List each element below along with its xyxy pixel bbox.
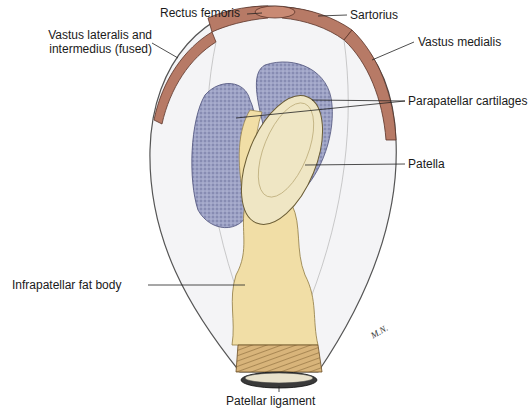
leader-line xyxy=(312,100,405,101)
vastus-medialis-muscle xyxy=(344,30,396,140)
ligament-section xyxy=(245,373,313,383)
leader-line xyxy=(148,285,245,286)
muscle-label: Vastus medialis xyxy=(418,35,523,49)
muscle-label: Sartorius xyxy=(350,8,420,22)
leader-line xyxy=(305,164,405,165)
patellar-ligament-band xyxy=(236,345,322,372)
artist-signature: M.N. xyxy=(368,315,401,342)
leader-line xyxy=(236,101,405,118)
leader-line xyxy=(372,42,414,60)
leader-line xyxy=(279,386,280,392)
structure-label: Parapatellar cartilages xyxy=(408,94,528,108)
joint-capsule xyxy=(150,6,396,372)
patella-contour xyxy=(247,95,325,204)
ligament-stump xyxy=(241,372,317,388)
leader-line xyxy=(247,13,262,14)
muscle-label: Rectus femoris xyxy=(160,6,250,20)
muscle-label: Vastus lateralis and intermedius (fused) xyxy=(30,28,152,56)
leader-line xyxy=(318,15,347,16)
patella-bone xyxy=(225,84,339,236)
leader-line xyxy=(152,43,178,58)
structure-label: Patella xyxy=(408,157,468,171)
structure-label: Patellar ligament xyxy=(226,394,336,408)
infrapatellar-fat-body xyxy=(232,205,318,345)
rectus-femoris-muscle xyxy=(255,6,295,18)
structure-label: Infrapatellar fat body xyxy=(12,278,148,292)
